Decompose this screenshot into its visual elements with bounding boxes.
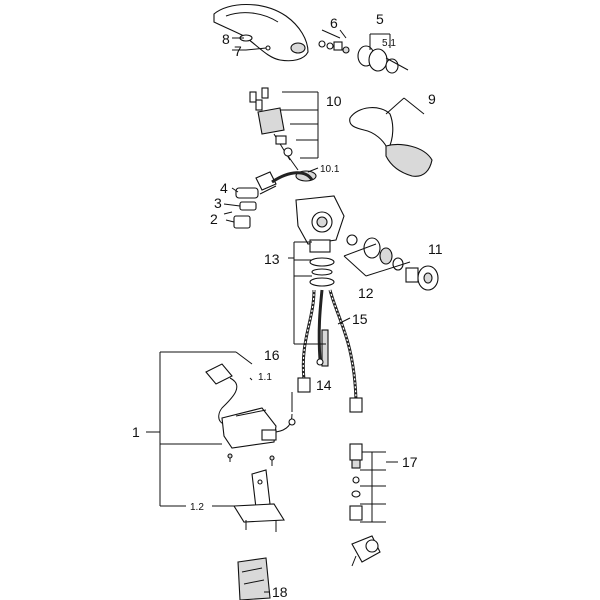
label-part-7: 7 (234, 43, 242, 59)
label-part-12: 12 (358, 285, 374, 301)
valve-body (295, 195, 345, 287)
label-part-1-2: 1.2 (190, 502, 204, 513)
label-part-1-1: 1.1 (258, 372, 272, 383)
label-part-13: 13 (264, 251, 280, 267)
label-part-8: 8 (222, 31, 230, 47)
part-11-12-components (343, 234, 439, 291)
label-part-5-1: 5.1 (382, 38, 396, 49)
part-18-parts-bag (237, 557, 271, 600)
label-part-6: 6 (330, 15, 338, 31)
part-1-2-mounting-bracket (233, 469, 285, 532)
leader-lines (212, 37, 270, 593)
label-part-18: 18 (272, 584, 288, 600)
part-9-cover (349, 97, 433, 177)
part-5-aerator (357, 33, 409, 74)
supply-hoses (297, 289, 363, 413)
label-part-16: 16 (264, 347, 280, 363)
label-part-4: 4 (220, 180, 228, 196)
label-part-9: 9 (428, 91, 436, 107)
part-10-sensor-module (249, 87, 319, 182)
label-part-17: 17 (402, 454, 418, 470)
label-part-1: 1 (132, 424, 140, 440)
label-part-2: 2 (210, 211, 218, 227)
part-17-fittings (349, 443, 398, 567)
label-part-5: 5 (376, 11, 384, 27)
part-13-bracket (288, 241, 326, 345)
part-1-power-supply (146, 351, 296, 507)
part-labels: 8 7 6 5 5.1 10 9 10.1 4 3 2 11 13 12 15 … (132, 11, 443, 600)
label-part-3: 3 (214, 195, 222, 211)
label-part-15: 15 (352, 311, 368, 327)
label-part-10: 10 (326, 93, 342, 109)
label-part-14: 14 (316, 377, 332, 393)
label-part-10-1: 10.1 (320, 164, 340, 175)
part-6-fittings (318, 29, 350, 54)
label-part-11: 11 (428, 241, 443, 257)
